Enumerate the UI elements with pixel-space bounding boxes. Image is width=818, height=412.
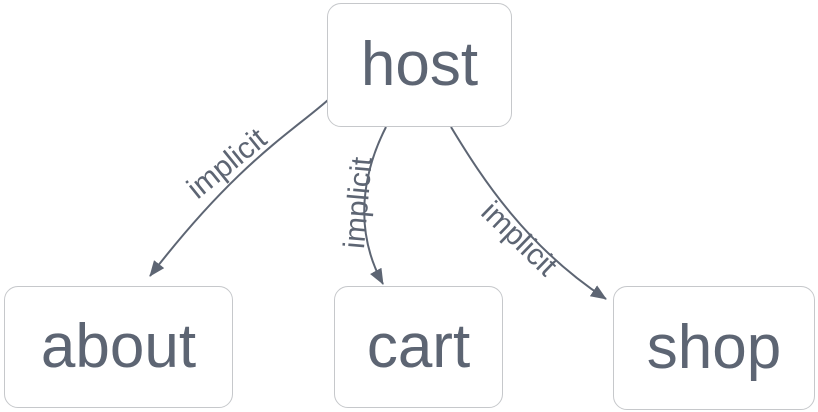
- edge-host-about: [149, 99, 329, 277]
- node-about-label: about: [40, 312, 197, 381]
- edge-label-host-about: implicit: [181, 122, 274, 206]
- node-shop-label: shop: [646, 313, 782, 382]
- node-about: about: [4, 286, 233, 408]
- node-host: host: [327, 3, 512, 127]
- edge-host-shop: [450, 126, 607, 300]
- node-cart-label: cart: [366, 312, 471, 381]
- node-host-label: host: [360, 30, 479, 99]
- edge-label-host-cart: implicit: [338, 155, 379, 250]
- node-shop: shop: [613, 286, 815, 410]
- node-cart: cart: [334, 286, 503, 408]
- edge-host-cart: [363, 126, 387, 285]
- edge-label-host-shop: implicit: [475, 195, 564, 283]
